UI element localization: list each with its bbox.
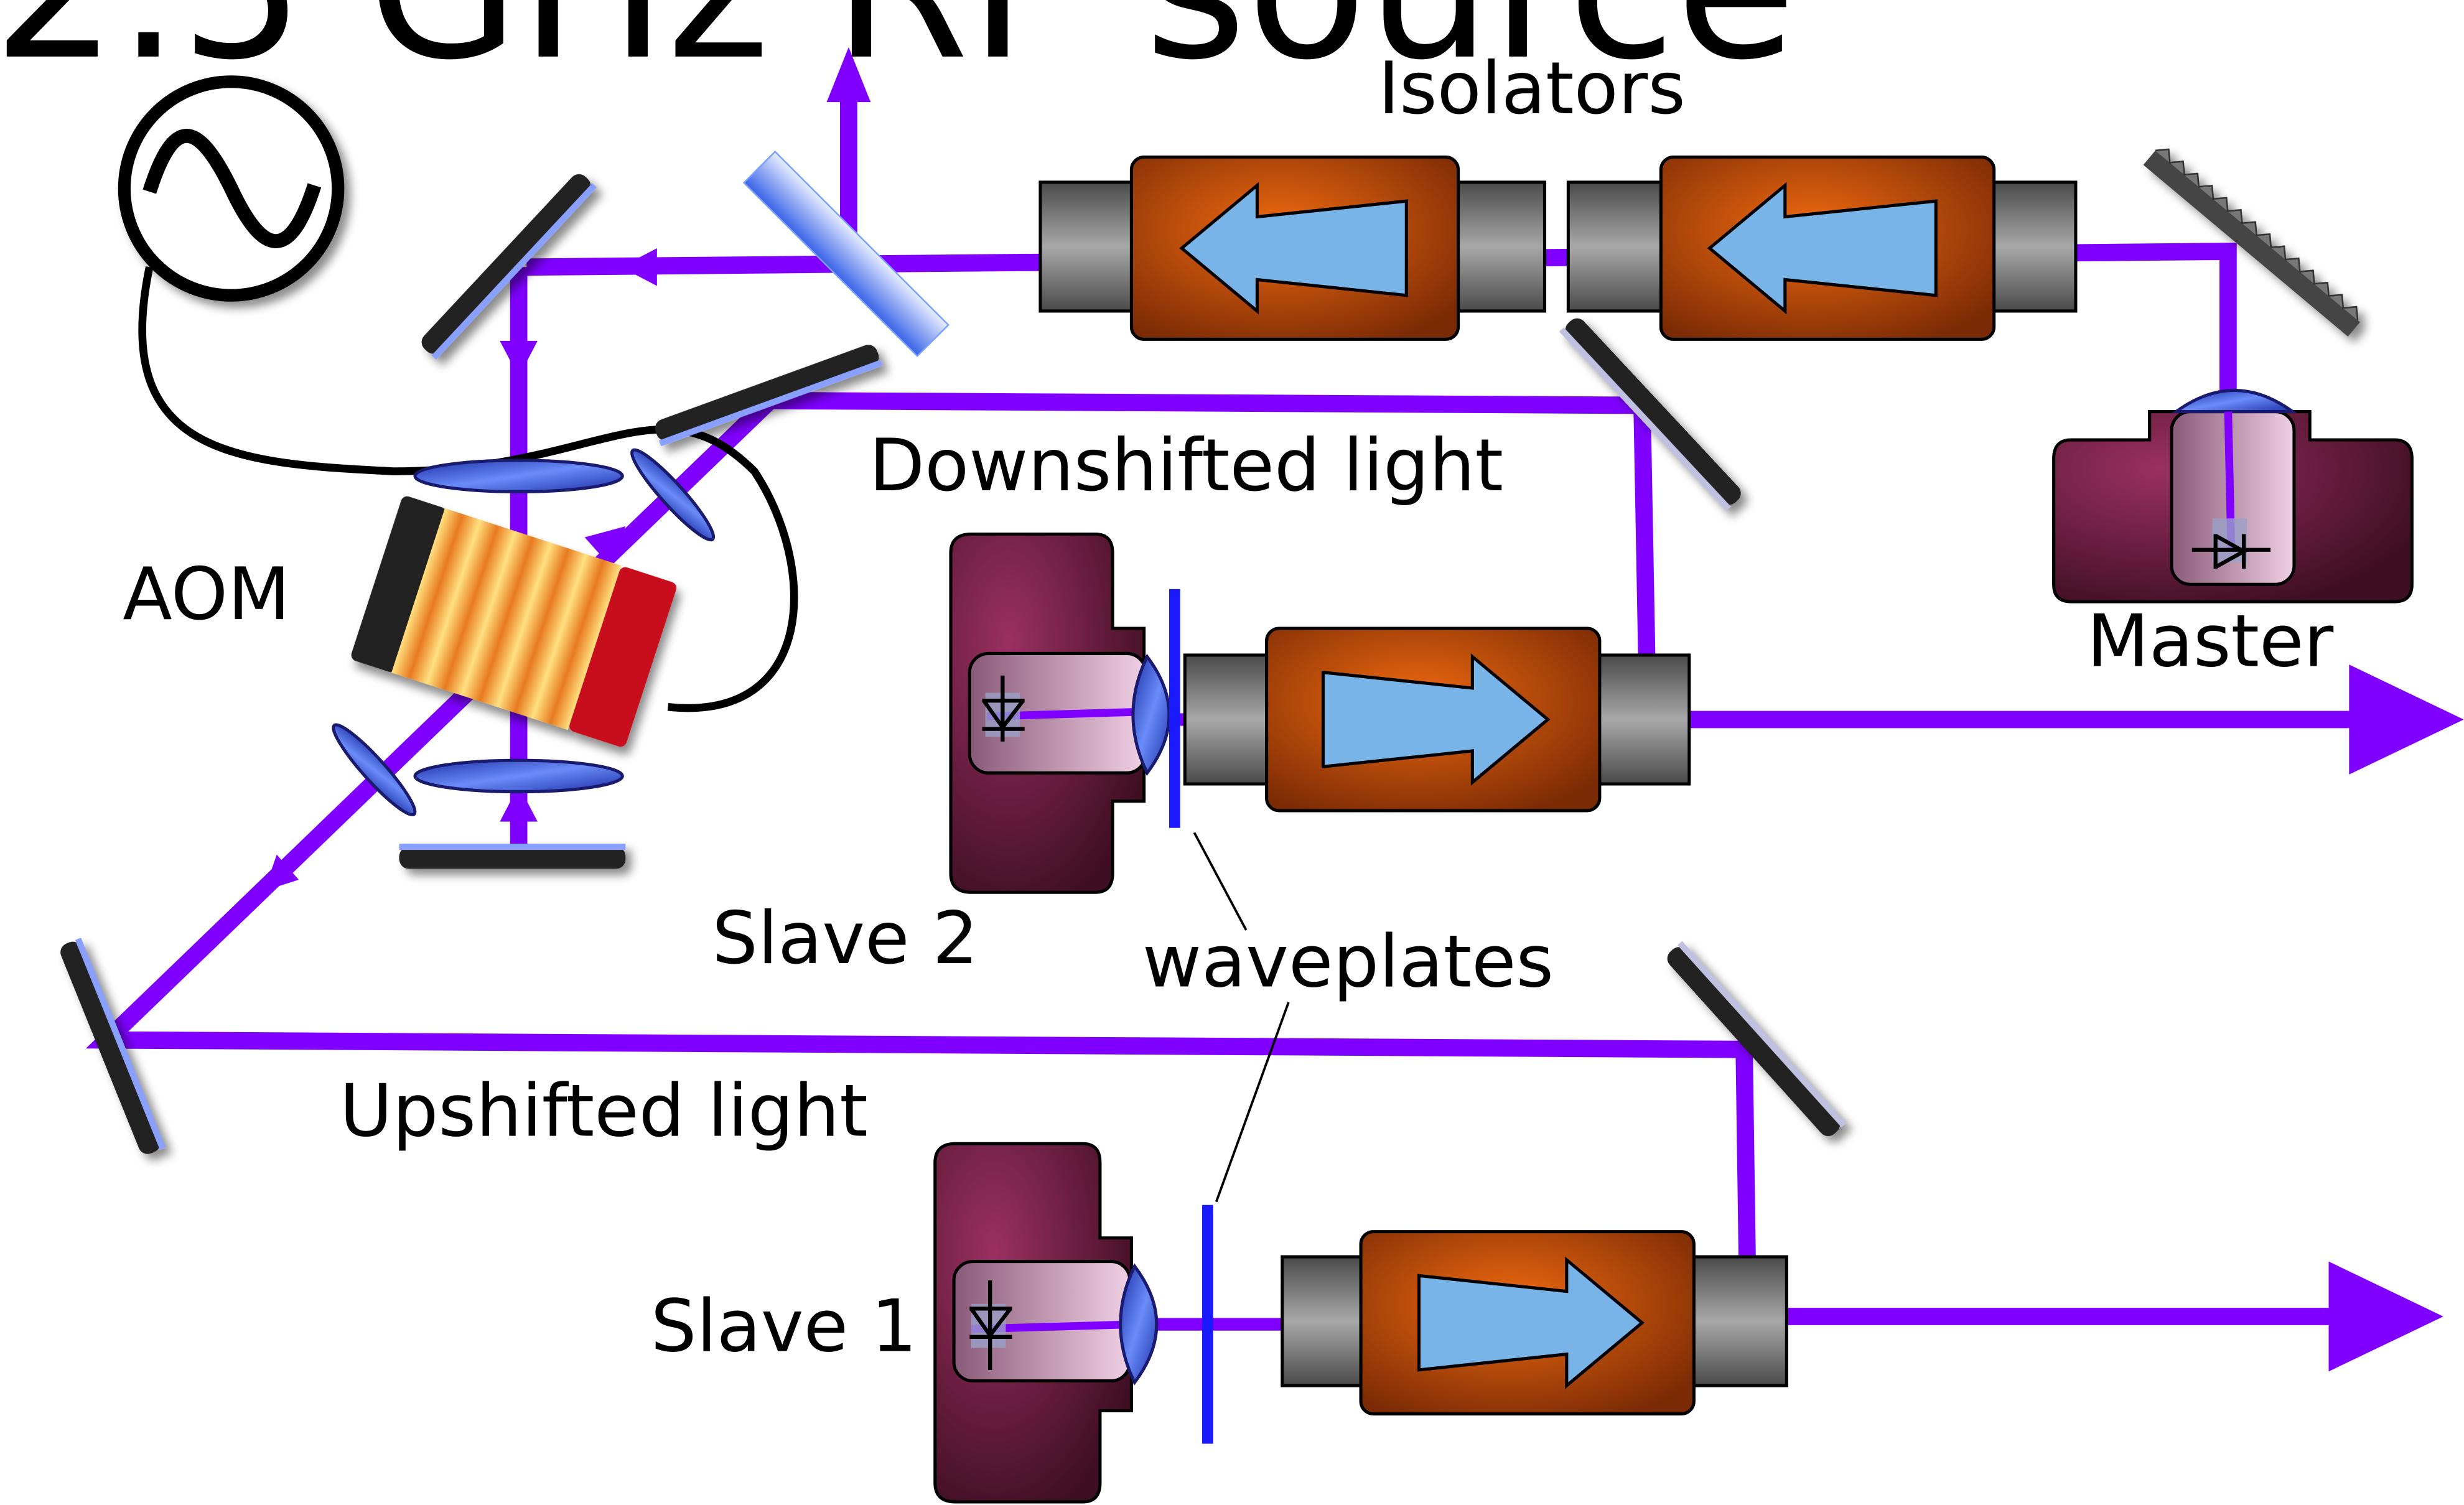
arrow-icon bbox=[2328, 1261, 2443, 1372]
diode-icon bbox=[969, 1280, 1012, 1370]
arrow-icon bbox=[826, 47, 871, 103]
arrow-icon bbox=[1417, 1256, 1645, 1389]
mirror-aom-upper bbox=[655, 345, 883, 447]
mirror-top-left bbox=[421, 174, 597, 360]
arrow-icon bbox=[500, 785, 538, 822]
slave1-label: Slave 1 bbox=[651, 1285, 917, 1369]
beam-splitter bbox=[742, 150, 950, 358]
waveplates-label: waveplates bbox=[1142, 920, 1554, 1004]
rf-cable bbox=[138, 266, 798, 712]
isolator-slave1 bbox=[1281, 1230, 1788, 1416]
isolators-label: Isolators bbox=[1378, 47, 1686, 131]
diode-icon bbox=[2191, 518, 2271, 569]
mirror-upshift bbox=[1667, 941, 1846, 1137]
arrow-icon bbox=[2349, 664, 2464, 775]
lens-diag-lower bbox=[332, 723, 417, 817]
slave1-laser bbox=[933, 1142, 1159, 1504]
downshifted-label: Downshifted light bbox=[869, 424, 1503, 508]
slave2-lens bbox=[1131, 653, 1171, 776]
waveplate-slave1 bbox=[1202, 1204, 1213, 1444]
rf-source-label: 2.5 GHz RF source bbox=[0, 0, 1796, 103]
master-label: Master bbox=[2087, 600, 2334, 684]
aom bbox=[351, 496, 677, 747]
grating-mirror bbox=[2143, 148, 2360, 337]
slave1-lens bbox=[1119, 1263, 1159, 1386]
mirror-bottom-left bbox=[60, 938, 166, 1154]
aom-lenses bbox=[332, 448, 716, 817]
waveplate-slave2 bbox=[1169, 589, 1180, 828]
lens-diag-upper bbox=[630, 448, 716, 542]
slave2-label: Slave 2 bbox=[712, 897, 978, 981]
arrow-icon bbox=[1707, 182, 1938, 315]
master-laser bbox=[2052, 389, 2414, 603]
diode-icon bbox=[982, 675, 1025, 742]
mirrors bbox=[60, 148, 2360, 1154]
beam-arrowheads bbox=[264, 47, 2464, 1372]
isolator-top-right bbox=[1566, 155, 2078, 341]
upshifted-label: Upshifted light bbox=[340, 1069, 868, 1153]
sine-wave-icon bbox=[142, 129, 322, 248]
isolator-slave2 bbox=[1183, 627, 1691, 813]
arrow-icon bbox=[1321, 653, 1551, 786]
lens-lower bbox=[413, 758, 624, 794]
rf-source: 2.5 GHz RF source bbox=[0, 0, 1796, 302]
isolator-top-left bbox=[1038, 155, 1547, 341]
mirror-aom-bottom bbox=[399, 843, 626, 869]
arrow-icon bbox=[620, 248, 657, 286]
arrow-icon bbox=[584, 526, 626, 566]
arrow-icon bbox=[500, 340, 538, 378]
arrow-icon bbox=[264, 854, 299, 891]
slave2-laser bbox=[949, 532, 1171, 894]
master-lens bbox=[2171, 389, 2298, 414]
aom-diagonal-beam bbox=[85, 394, 1757, 1270]
arrow-icon bbox=[1179, 182, 1408, 315]
lens-upper bbox=[413, 459, 624, 493]
waveplate-pointers bbox=[1193, 832, 1290, 1203]
aom-label: AOM bbox=[123, 552, 290, 636]
mirror-downshift bbox=[1559, 318, 1741, 511]
